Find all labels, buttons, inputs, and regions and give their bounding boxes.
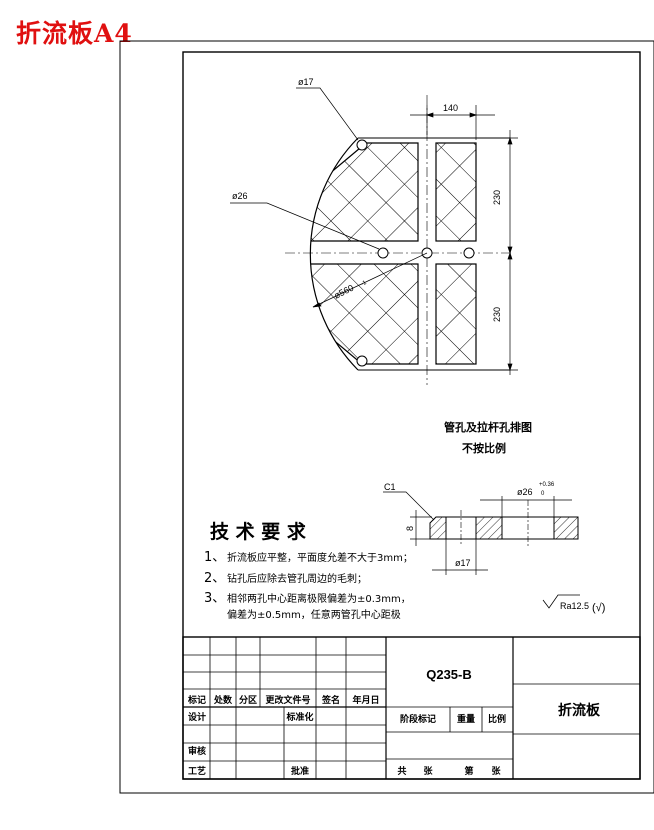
page-title: 折流板A4 bbox=[16, 19, 133, 48]
tube-zone-lower-right bbox=[435, 263, 477, 365]
tech-item1-text: 折流板应平整，平面度允差不大于3mm； bbox=[227, 551, 413, 564]
tie-rod-hole-bottom bbox=[356, 355, 368, 367]
dimension-section-phi17 bbox=[432, 539, 488, 575]
tech-item3-num: 3、 bbox=[204, 591, 225, 606]
section-phi26-tol-lower: 0 bbox=[541, 491, 545, 497]
outer-frame bbox=[119, 40, 654, 794]
dimension-phi17 bbox=[296, 87, 359, 141]
section-phi17-label: ø17 bbox=[455, 558, 471, 568]
hdr-date: 年月日 bbox=[352, 694, 379, 706]
dimension-230-upper bbox=[478, 130, 518, 258]
roughness-symbol bbox=[542, 594, 580, 609]
hdr-chushu: 处数 bbox=[213, 694, 233, 706]
dim-phi26-label: ø26 bbox=[232, 191, 248, 201]
label-gongyi: 工艺 bbox=[188, 765, 206, 777]
hdr-gengai: 更改文件号 bbox=[265, 694, 310, 706]
dim-phi17-label: ø17 bbox=[298, 77, 314, 87]
label-shenhe: 审核 bbox=[188, 745, 206, 757]
tube-hole-left bbox=[377, 247, 389, 259]
hdr-biaoji: 标记 bbox=[187, 694, 206, 706]
label-zhongliang: 重量 bbox=[457, 713, 475, 725]
tech-heading: 技 术 要 求 bbox=[210, 520, 307, 543]
baffle-section-view bbox=[429, 500, 579, 546]
label-pizhun: 批准 bbox=[291, 765, 309, 777]
roughness-suffix: (√) bbox=[592, 602, 605, 614]
label-biaozhunhua: 标准化 bbox=[285, 711, 313, 723]
dimension-thickness bbox=[410, 510, 432, 546]
dim-140-label: 140 bbox=[443, 103, 458, 113]
label-jieduan: 阶段标记 bbox=[400, 713, 436, 725]
title-block-grid bbox=[182, 636, 641, 780]
label-bili: 比例 bbox=[488, 713, 506, 725]
dimension-140 bbox=[410, 105, 495, 140]
section-phi26-label: ø26 bbox=[517, 487, 533, 497]
label-gong: 共 bbox=[397, 765, 406, 777]
tie-rod-hole-top bbox=[356, 139, 368, 151]
dimension-230-lower bbox=[478, 251, 518, 375]
label-zhang2: 张 bbox=[491, 765, 501, 777]
section-segment-middle bbox=[475, 516, 503, 540]
layout-note-title: 管孔及拉杆孔排图 bbox=[444, 420, 532, 434]
tech-item3-text-b: 偏差为±0.5mm，任意两管孔中心距极 bbox=[227, 608, 401, 621]
dim-phi560-tolerance: -1 bbox=[360, 280, 368, 288]
hdr-qianming: 签名 bbox=[321, 694, 340, 706]
hdr-fenqu: 分区 bbox=[239, 694, 257, 706]
dimension-section-phi26 bbox=[480, 496, 572, 517]
tech-item2-text: 钻孔后应除去管孔周边的毛刺； bbox=[227, 572, 367, 585]
dim-thickness-label: 8 bbox=[405, 526, 415, 531]
tech-item1-num: 1、 bbox=[204, 550, 225, 565]
label-di: 第 bbox=[464, 765, 473, 777]
chamfer-label: C1 bbox=[384, 482, 396, 492]
tube-zone-upper-right bbox=[435, 142, 477, 242]
tube-hole-right bbox=[463, 247, 475, 259]
dim-230-lower-label: 230 bbox=[492, 307, 502, 322]
dimension-phi26 bbox=[230, 202, 380, 250]
layout-note-subtitle: 不按比例 bbox=[462, 441, 506, 455]
material-label: Q235-B bbox=[426, 667, 472, 682]
roughness-value: Ra12.5 bbox=[560, 601, 589, 611]
label-zhang1: 张 bbox=[423, 765, 433, 777]
tech-item2-num: 2、 bbox=[204, 571, 225, 586]
chamfer-leader bbox=[383, 491, 435, 521]
dim-230-upper-label: 230 bbox=[492, 190, 502, 205]
section-phi26-tol-upper: +0.36 bbox=[539, 482, 555, 488]
part-name: 折流板 bbox=[558, 702, 601, 719]
tube-zone-upper-left bbox=[310, 142, 419, 242]
dimension-phi560 bbox=[312, 252, 428, 308]
label-sheji: 设计 bbox=[188, 711, 206, 723]
baffle-plan-view bbox=[285, 95, 512, 385]
tech-item3-text-a: 相邻两孔中心距离极限偏差为±0.3mm， bbox=[227, 592, 411, 605]
section-segment-left bbox=[429, 516, 447, 540]
section-segment-right bbox=[553, 516, 579, 540]
tube-zone-lower-left bbox=[310, 263, 419, 365]
